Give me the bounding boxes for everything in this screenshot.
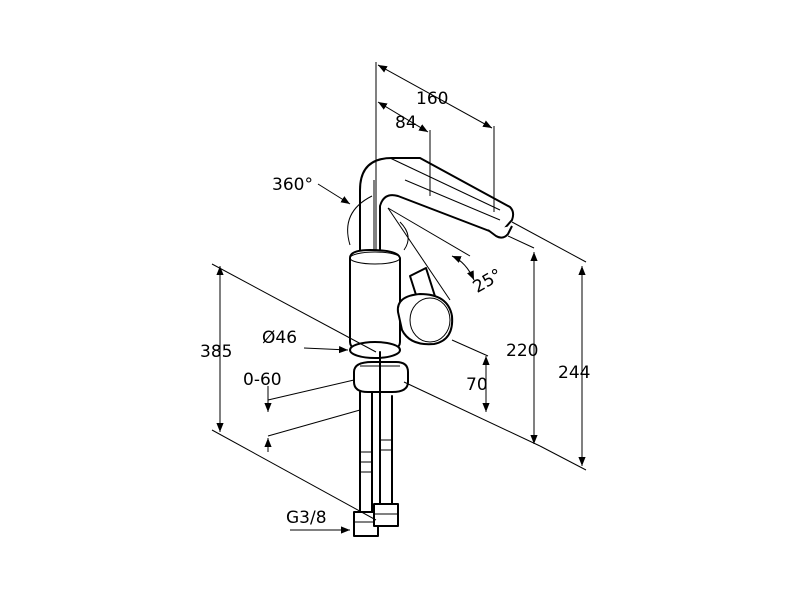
spout-height-label: 220: [506, 341, 538, 361]
total-height-label: 385: [200, 342, 232, 362]
swivel-label: 360°: [272, 175, 313, 195]
faucet-outline: [349, 157, 515, 537]
overall-height-label: 244: [558, 363, 590, 383]
width-total-label: 160: [416, 89, 448, 109]
dimension-lines: [211, 62, 587, 534]
rotation-marks: [347, 195, 471, 301]
connection-label: G3/8: [286, 508, 327, 528]
body-diameter-label: Ø46: [262, 328, 297, 348]
lever-angle-label: 25°: [470, 265, 506, 297]
counter-thickness-label: 0-60: [243, 370, 282, 390]
lever-offset-label: 70: [466, 375, 488, 395]
width-spout-label: 84: [395, 113, 417, 133]
